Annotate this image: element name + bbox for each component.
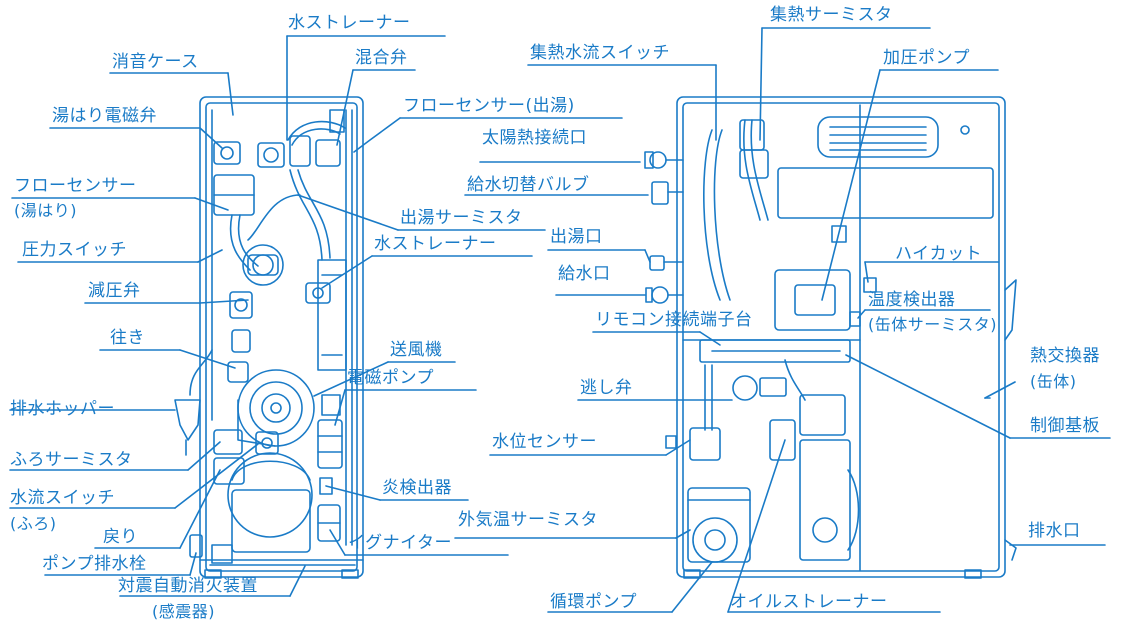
label-temp-detector-sub: (缶体サーミスタ)	[868, 315, 997, 334]
label-seismic-device: 対震自動消火装置	[118, 576, 258, 596]
label-hot-outlet: 出湯口	[550, 227, 603, 247]
label-solenoid-pump: 電磁ポンプ	[347, 368, 434, 388]
label-collector-thermistor: 集熱サーミスタ	[770, 5, 893, 25]
label-blower: 送風機	[390, 340, 443, 360]
label-igniter: イグナイター	[348, 533, 452, 553]
label-water-strainer-top: 水ストレーナー	[288, 13, 411, 33]
label-bath-thermistor: ふろサーミスタ	[10, 450, 133, 470]
label-relief-valve: 逃し弁	[580, 378, 633, 398]
label-outdoor-thermistor: 外気温サーミスタ	[458, 510, 598, 530]
label-flow-sensor-hot: フローセンサー(出湯)	[403, 96, 575, 116]
left-unit-components	[174, 109, 356, 566]
label-solar-port: 太陽熱接続口	[482, 128, 587, 148]
label-supply-line: 往き	[110, 328, 145, 348]
label-temp-detector: 温度検出器	[868, 290, 956, 310]
label-drain-port: 排水口	[1028, 521, 1081, 541]
label-control-board: 制御基板	[1030, 416, 1100, 436]
right-unit-components	[644, 116, 994, 563]
label-circulation-pump: 循環ポンプ	[550, 592, 637, 612]
label-return-line: 戻り	[103, 527, 138, 547]
left-leader-lines	[9, 35, 623, 597]
label-muffler-case: 消音ケース	[112, 52, 199, 72]
label-oil-strainer: オイルストレーナー	[730, 592, 888, 612]
label-mixing-valve: 混合弁	[355, 48, 408, 68]
label-water-flow-switch-sub: (ふろ)	[10, 514, 57, 533]
label-pump-drain-plug: ポンプ排水栓	[42, 554, 147, 574]
label-heat-exchanger: 熱交換器	[1030, 346, 1100, 366]
label-water-flow-switch: 水流スイッチ	[10, 488, 115, 508]
left-unit-body	[199, 96, 364, 579]
label-high-cut: ハイカット	[895, 244, 983, 264]
label-hot-thermistor: 出湯サーミスタ	[400, 208, 523, 228]
label-booster-pump: 加圧ポンプ	[883, 48, 970, 68]
label-flame-detector: 炎検出器	[382, 478, 452, 498]
label-collector-flow-switch: 集熱水流スイッチ	[530, 43, 670, 63]
label-seismic-device-sub: (感震器)	[152, 602, 215, 621]
label-pressure-reducing-valve: 減圧弁	[88, 281, 141, 301]
label-pressure-switch: 圧力スイッチ	[22, 240, 127, 260]
label-drain-hopper: 排水ホッパー	[10, 399, 115, 419]
label-fill-solenoid: 湯はり電磁弁	[52, 106, 157, 126]
right-unit-body	[676, 96, 1017, 579]
label-water-level-sensor: 水位センサー	[492, 432, 597, 452]
label-water-strainer-mid: 水ストレーナー	[374, 234, 497, 254]
label-heat-exchanger-sub: (缶体)	[1030, 372, 1077, 391]
label-supply-switch-valve: 給水切替バルブ	[467, 175, 590, 195]
label-water-inlet: 給水口	[558, 264, 611, 284]
right-leader-lines	[454, 27, 1111, 613]
label-flow-sensor-fill-sub: (湯はり)	[14, 201, 77, 220]
label-remote-terminal: リモコン接続端子台	[595, 310, 753, 330]
label-flow-sensor-fill: フローセンサー	[14, 176, 137, 196]
